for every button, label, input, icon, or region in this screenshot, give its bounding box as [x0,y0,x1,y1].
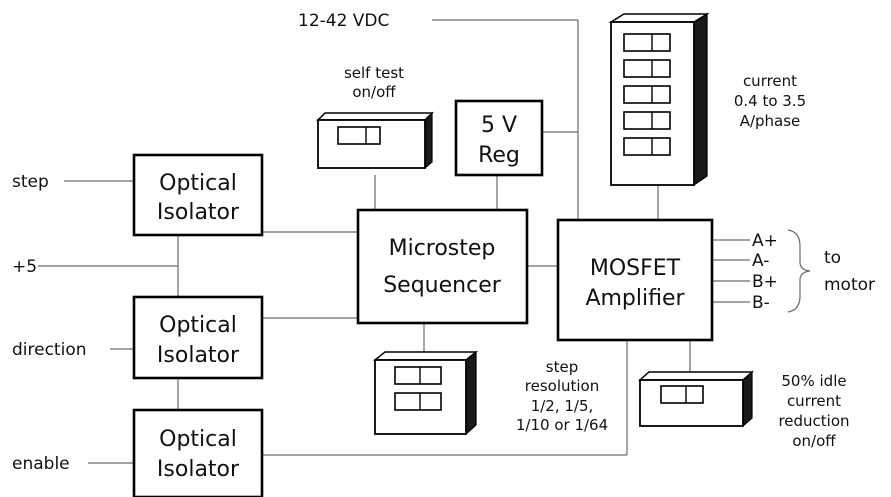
block-regulator: 5 V Reg [454,99,544,177]
idle-note-line1: 50% idle [781,372,846,390]
output-label-a-plus: A+ [752,231,778,251]
current-note-line1: current [743,72,797,90]
regulator-label-line1: 5 V [481,113,517,138]
block-isolator-3: Optical Isolator [132,408,264,497]
current-toggle-3 [623,85,671,104]
current-toggle-4 [623,111,671,130]
idle-note-line4: on/off [792,432,836,450]
isolator-3-label-line1: Optical [159,427,237,452]
resolution-note-line2: resolution [525,377,599,395]
regulator-label-line2: Reg [478,143,520,168]
sequencer-label-line1: Microstep [389,236,496,261]
idle-note-line2: current [787,392,841,410]
self-test-switch [316,111,434,170]
resolution-toggle-2 [394,392,442,411]
supply-label: 12-42 VDC [298,11,389,31]
resolution-note-line4: 1/10 or 1/64 [516,416,608,434]
current-note-line3: A/phase [740,112,801,130]
current-toggle-5 [623,137,671,156]
isolator-2-label-line2: Isolator [157,343,240,368]
idle-reduction-switch [638,370,754,428]
sequencer-label-line2: Sequencer [383,273,502,298]
enable-input-label: enable [12,454,70,474]
output-label-b-minus: B- [752,293,770,313]
plus5-input-label: +5 [12,257,37,277]
wires [38,19,811,464]
amplifier-label-line1: MOSFET [590,256,681,281]
self-test-note-line1: self test [344,64,404,82]
idle-toggle [660,385,704,404]
current-note-line2: 0.4 to 3.5 [734,92,806,110]
block-sequencer: Microstep Sequencer [356,208,529,325]
output-label-a-minus: A- [752,251,769,271]
isolator-2-label-line1: Optical [159,313,237,338]
block-amplifier: MOSFET Amplifier [556,218,714,342]
isolator-3-label-line2: Isolator [157,457,240,482]
amplifier-label-line2: Amplifier [585,286,685,311]
step-resolution-switch [372,350,479,436]
block-isolator-1: Optical Isolator [132,153,264,237]
block-isolator-2: Optical Isolator [132,295,264,380]
current-toggle-1 [623,33,671,52]
motor-label-line1: to [824,248,841,268]
isolator-1-label-line2: Isolator [157,200,240,225]
motor-label-line2: motor [824,275,875,295]
current-toggle-2 [623,59,671,78]
self-test-note-line2: on/off [352,83,396,101]
direction-input-label: direction [12,340,87,360]
resolution-note-line3: 1/2, 1/5, [531,397,594,415]
self-test-toggle [337,126,381,145]
motor-brace [787,229,811,313]
current-dip-switch [608,12,710,187]
step-input-label: step [12,172,49,192]
isolator-1-label-line1: Optical [159,171,237,196]
resolution-toggle-1 [394,366,442,385]
output-label-b-plus: B+ [752,272,778,292]
idle-note-line3: reduction [778,412,849,430]
resolution-note-line1: step [546,358,578,376]
